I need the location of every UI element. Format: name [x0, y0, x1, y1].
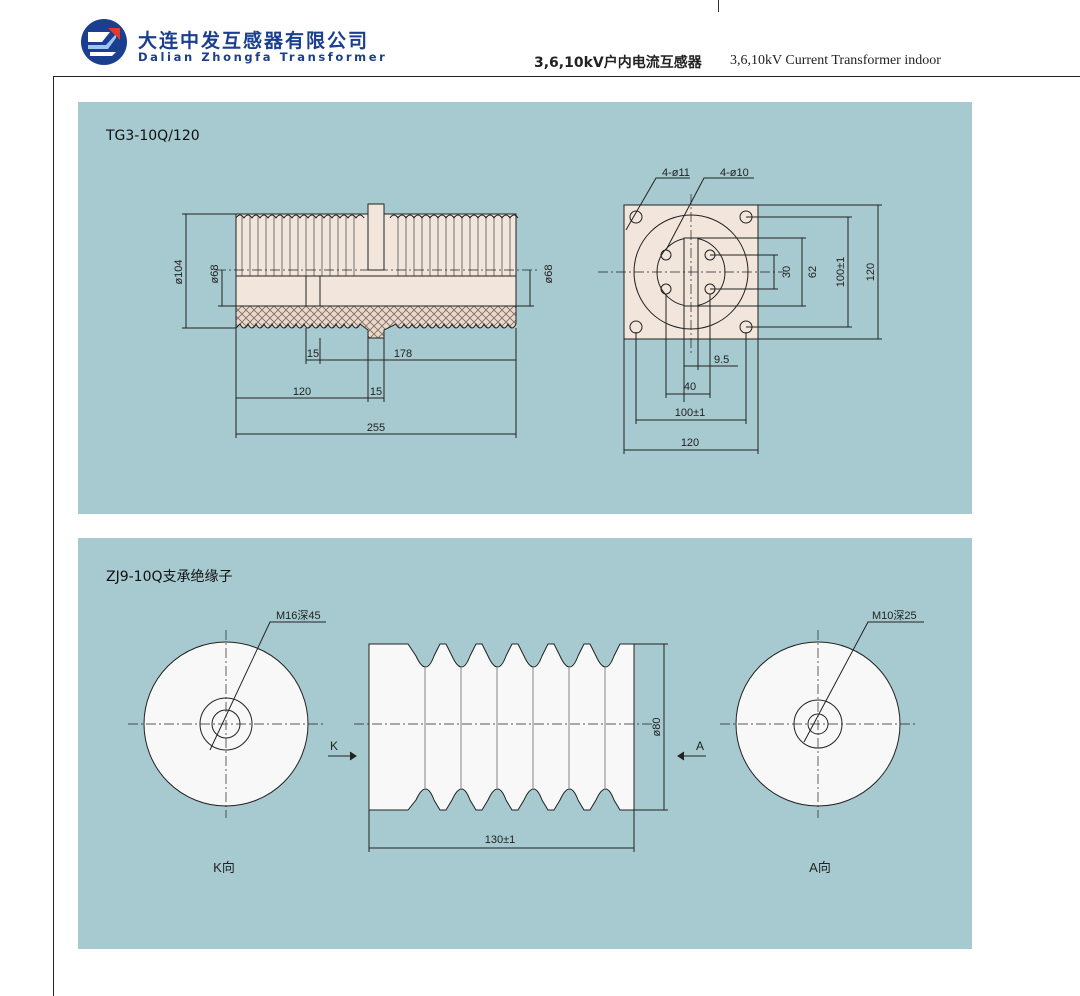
- dim-255: 255: [367, 422, 385, 434]
- drawing-panel-zj9: ZJ9-10Q支承绝缘子: [78, 538, 972, 949]
- dim-30-line: [710, 254, 778, 290]
- dim-holes-outer: 4-ø11: [662, 167, 690, 179]
- dim-40-line: [665, 294, 711, 398]
- dim-100h: 100±1: [675, 407, 706, 419]
- dim-9-5: 9.5: [714, 354, 729, 366]
- dim-120h: 120: [681, 437, 699, 449]
- dim-holes-inner: 4-ø10: [720, 167, 749, 179]
- dim-d68-right: ø68: [543, 265, 555, 284]
- company-logo-icon: [81, 19, 127, 65]
- arrow-a-label: A: [696, 739, 704, 753]
- zj9-ribs: [424, 668, 606, 788]
- dim-d68-right-line: [516, 270, 534, 307]
- product-title-cn: 3,6,10kV户内电流互感器: [534, 55, 702, 71]
- arrow-k-icon: [328, 751, 357, 761]
- dim-100h-line: [635, 332, 747, 424]
- dim-30: 30: [781, 266, 793, 278]
- dim-100v: 100±1: [835, 257, 847, 288]
- dim-120: 120: [293, 386, 311, 398]
- dim-15-top: 15: [307, 348, 319, 360]
- dim-120v: 120: [865, 263, 877, 281]
- dim-9_5-line: [683, 306, 738, 402]
- tg3-drawing: ø104 ø68 ø68 15 178 120 15 255: [173, 167, 882, 454]
- zj9-side-body: [368, 643, 635, 811]
- dim-130: 130±1: [485, 834, 516, 846]
- tg3-core-step: [305, 275, 321, 307]
- product-title-en: 3,6,10kV Current Transformer indoor: [730, 53, 941, 68]
- drawing-panel-tg3: TG3-10Q/120: [78, 102, 972, 514]
- tg3-front-centerlines: [598, 194, 784, 356]
- drawing-title-tg3: TG3-10Q/120: [106, 128, 200, 144]
- page-header: 大连中发互感器有限公司 Dalian Zhongfa Transformer 3…: [0, 0, 1080, 78]
- dim-255-line: [235, 364, 517, 438]
- company-name-en: Dalian Zhongfa Transformer: [138, 50, 388, 64]
- dim-d104: ø104: [173, 259, 185, 284]
- tg3-section-hatch: [235, 305, 517, 339]
- k-view-leader: [209, 621, 326, 751]
- dim-d68-left-line: [218, 270, 236, 307]
- zj9-drawing: M16深45 M10深25 ø80 130±1 K A K向 A向: [128, 609, 924, 875]
- holes-leader-lines: [625, 177, 754, 251]
- k-view-centerlines: [128, 630, 324, 818]
- dim-d80: ø80: [651, 718, 663, 737]
- view-a-label: A向: [809, 860, 831, 875]
- dim-120-line: [235, 328, 369, 402]
- tg3-fin-tops: [235, 214, 519, 219]
- arrow-a-icon: [677, 751, 706, 761]
- tg3-fins: [241, 216, 511, 276]
- dim-62-line: [698, 237, 806, 307]
- dim-178-line: [320, 328, 517, 364]
- dim-d80-line: [634, 643, 668, 811]
- dim-178: 178: [394, 348, 412, 360]
- dim-40: 40: [684, 381, 696, 393]
- dim-120v-line: [758, 204, 882, 340]
- dim-m16: M16深45: [276, 609, 321, 622]
- dim-15-mid: 15: [370, 386, 382, 398]
- drawing-title-zj9: ZJ9-10Q支承绝缘子: [106, 569, 233, 585]
- a-view-centerlines: [720, 630, 916, 818]
- header-divider: [718, 0, 719, 12]
- dim-130-line: [368, 810, 635, 852]
- view-k-label: K向: [213, 860, 235, 875]
- arrow-k-label: K: [330, 739, 338, 753]
- corner-hole-tl-icon: [629, 210, 643, 224]
- dim-100v-line: [746, 216, 852, 328]
- tg3-center-flange: [367, 203, 385, 271]
- dim-62: 62: [807, 266, 819, 278]
- dim-120h-line: [623, 339, 759, 454]
- tg3-side-lower: [235, 275, 517, 307]
- page-frame: [53, 76, 1080, 996]
- dim-d68-left: ø68: [209, 265, 221, 284]
- dim-m10: M10深25: [872, 609, 917, 622]
- dim-15-mid-line: [368, 338, 385, 402]
- dim-d104-line: [182, 213, 236, 329]
- a-view-leader: [803, 621, 924, 743]
- company-name-cn: 大连中发互感器有限公司: [138, 30, 370, 52]
